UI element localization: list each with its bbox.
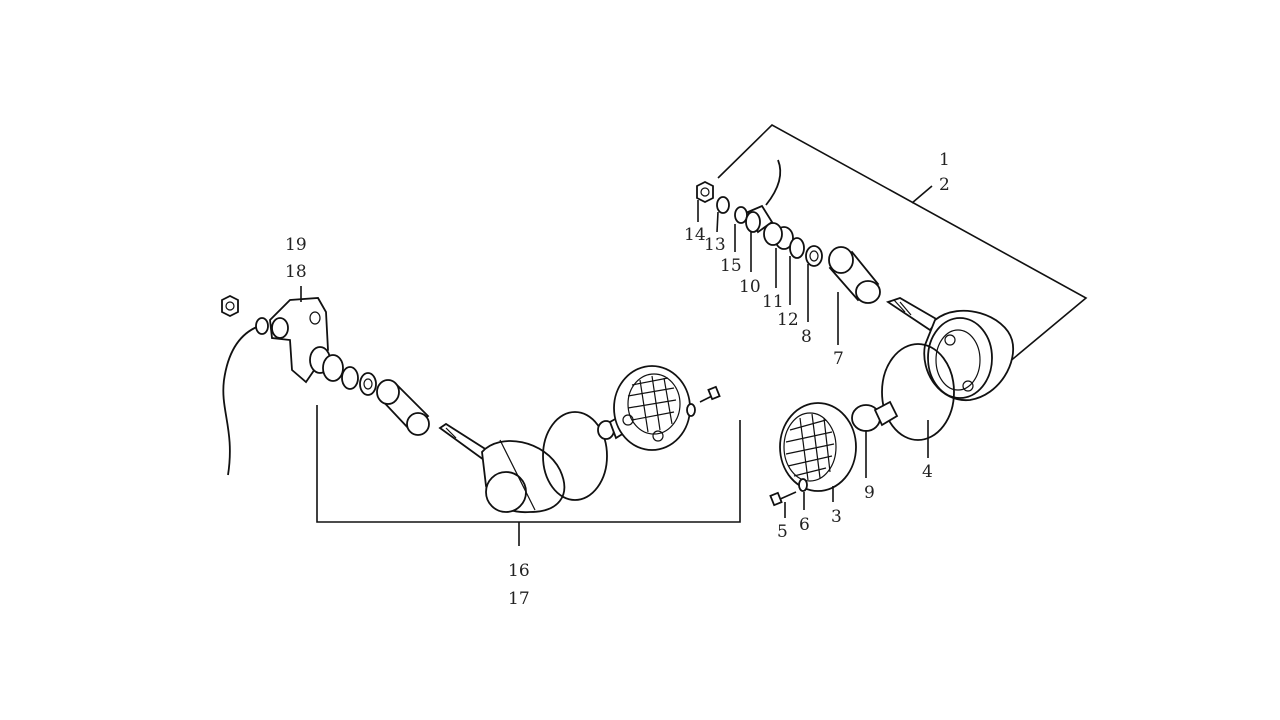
stem-rubber-7 (828, 246, 881, 304)
wire-left (222, 324, 263, 476)
nut-14 (696, 180, 714, 204)
callout-14: 14 (684, 225, 706, 245)
wire (765, 159, 782, 206)
left-turn-signal-assembly (221, 286, 741, 546)
washer-12 (789, 237, 805, 259)
gasket-4 (881, 343, 955, 441)
washer-13 (716, 196, 730, 214)
callout-15: 15 (720, 256, 742, 276)
callout-11: 11 (762, 292, 784, 312)
housing-right (885, 297, 1014, 401)
callout-16: 16 (508, 561, 530, 581)
assembly-bracket-1-2 (717, 124, 1088, 369)
right-turn-signal-assembly (696, 124, 1088, 518)
callout-9: 9 (864, 483, 875, 503)
collar-stack-left (309, 346, 377, 396)
callout-10: 10 (739, 277, 761, 297)
callout-18: 18 (285, 262, 307, 282)
callout-12: 12 (777, 310, 799, 330)
leader-1-2 (911, 185, 933, 204)
washer-left (255, 317, 269, 335)
gasket-left (542, 411, 608, 501)
callout-2: 2 (939, 175, 950, 195)
callout-3: 3 (831, 507, 842, 527)
lens-3 (779, 402, 857, 492)
callout-17: 17 (508, 589, 530, 609)
stem-rubber-left (376, 379, 430, 436)
lens-left (613, 365, 691, 451)
nut-left (221, 294, 239, 318)
bushing-10 (745, 204, 774, 234)
callout-13: 13 (704, 235, 726, 255)
collar-11 (763, 222, 794, 250)
washer-8 (805, 245, 823, 267)
leader-lines-right (697, 200, 929, 518)
callout-8: 8 (801, 327, 812, 347)
bulb-9 (851, 400, 899, 432)
callout-4: 4 (922, 462, 933, 482)
assembly-bracket-16-17 (316, 405, 741, 523)
screw-5 (769, 491, 797, 507)
callout-19: 19 (285, 235, 307, 255)
callout-5: 5 (777, 522, 788, 542)
callout-6: 6 (799, 515, 810, 535)
callout-1: 1 (939, 150, 950, 170)
washer-left-front (686, 403, 696, 417)
callout-labels: 1 2 14 13 15 10 11 12 8 7 4 9 3 6 5 19 1… (285, 150, 950, 609)
callout-7: 7 (833, 349, 844, 369)
screw-left (699, 385, 721, 403)
washer-6 (798, 478, 808, 492)
